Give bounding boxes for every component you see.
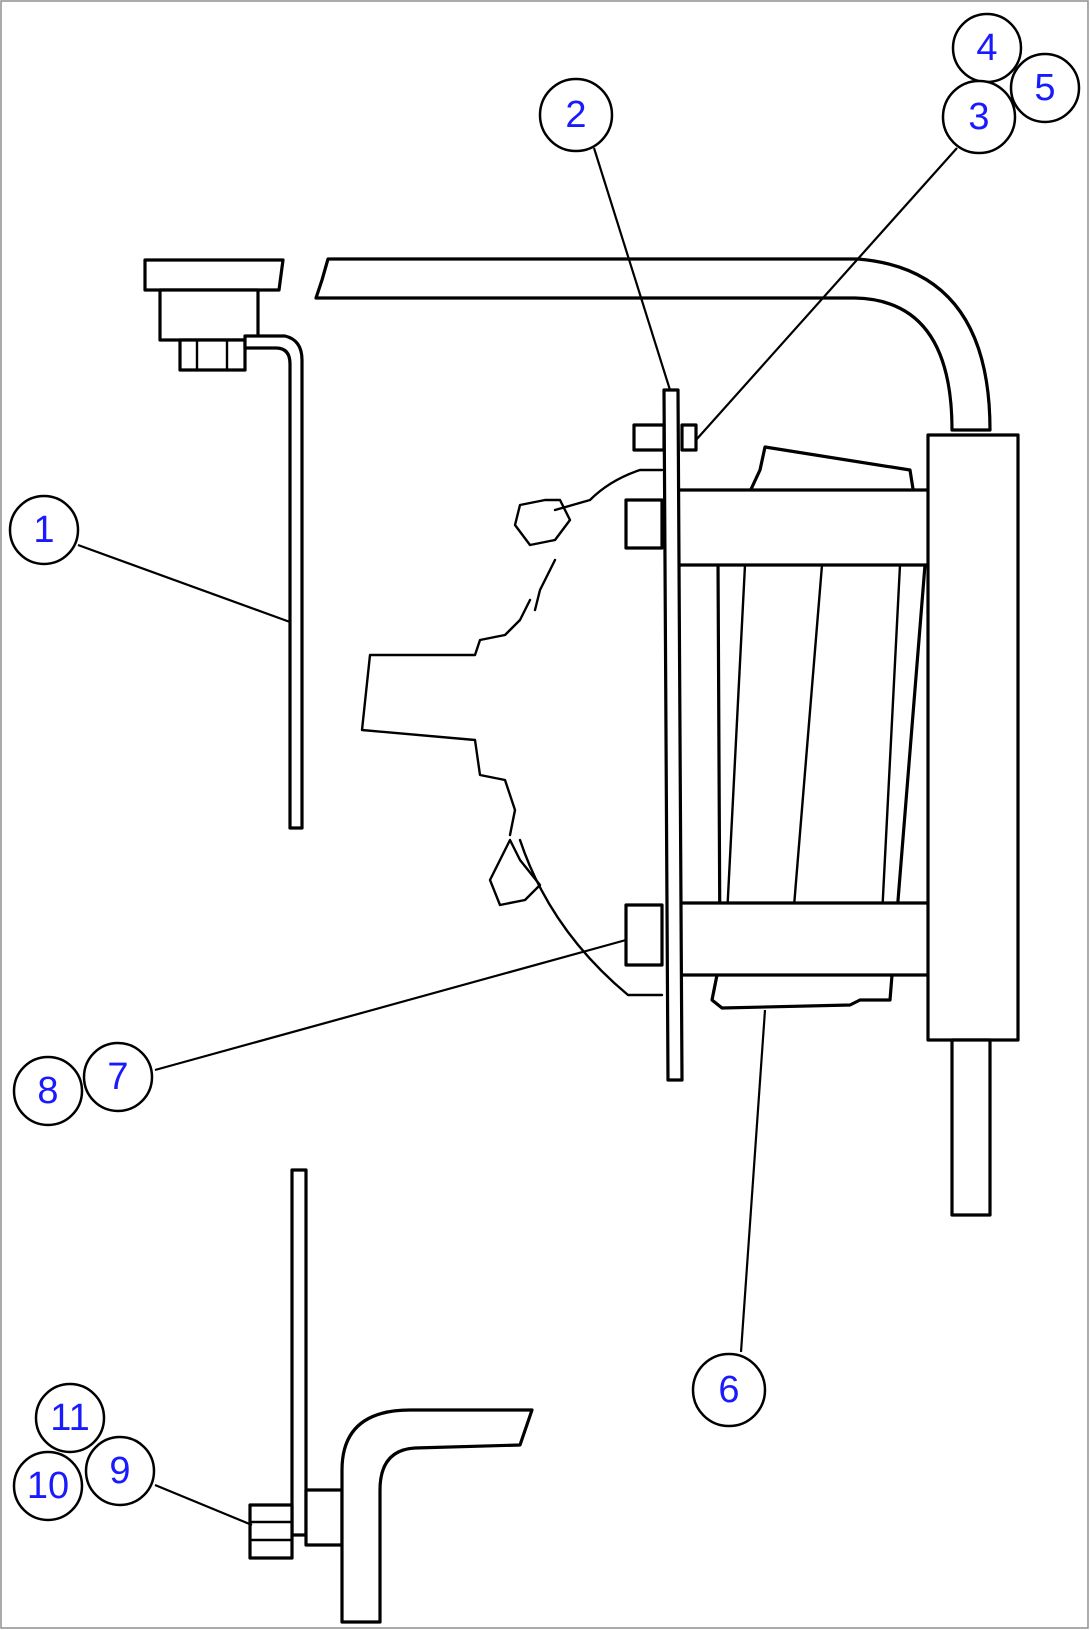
callout-9: 9 <box>84 1435 156 1507</box>
callout-1-label: 1 <box>33 509 54 551</box>
callout-4: 4 <box>951 12 1023 84</box>
mounting-plate <box>624 388 698 1082</box>
callout-5: 5 <box>1009 52 1081 124</box>
leader-1 <box>77 543 291 624</box>
callout-9-label: 9 <box>109 1450 130 1492</box>
headlight-housing <box>674 433 1020 1217</box>
callout-11-label: 11 <box>50 1397 89 1439</box>
callout-3: 3 <box>941 79 1017 155</box>
callout-3-label: 3 <box>968 96 989 138</box>
wiring-harness <box>360 468 664 997</box>
callout-2: 2 <box>538 77 614 153</box>
leader-lines <box>77 147 958 1527</box>
leader-7 <box>154 938 627 1072</box>
callout-10: 10 <box>12 1450 84 1522</box>
leader-2 <box>592 147 672 391</box>
callout-10-label: 10 <box>27 1465 69 1507</box>
upper-mounting-bracket <box>143 258 304 830</box>
callout-1: 1 <box>8 494 80 566</box>
callout-4-label: 4 <box>976 27 997 69</box>
callout-7: 7 <box>82 1041 154 1113</box>
callout-2-label: 2 <box>565 94 586 136</box>
callout-5-label: 5 <box>1034 67 1055 109</box>
leader-9 <box>154 1483 253 1527</box>
callout-6-label: 6 <box>718 1369 739 1411</box>
leader-6 <box>739 1009 767 1353</box>
leader-3 <box>695 147 958 441</box>
callout-6: 6 <box>691 1352 767 1428</box>
callout-8-label: 8 <box>37 1070 58 1112</box>
upper-rail <box>314 257 992 432</box>
callout-8: 8 <box>12 1055 84 1127</box>
callout-11: 11 <box>34 1382 106 1454</box>
lower-mounting-bracket <box>248 1168 534 1624</box>
callout-7-label: 7 <box>107 1056 128 1098</box>
